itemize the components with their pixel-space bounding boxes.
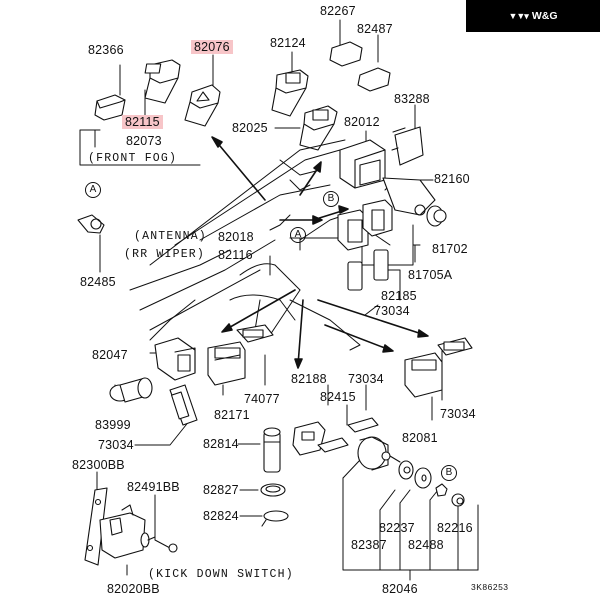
marker-b-icon: B bbox=[441, 465, 457, 481]
bracket-82300bb bbox=[84, 487, 108, 566]
switch-82171 bbox=[207, 341, 246, 386]
clip-82824 bbox=[261, 510, 289, 527]
part-label-83288: 83288 bbox=[394, 92, 430, 106]
part-label-82488: 82488 bbox=[408, 538, 444, 552]
switch-82047 bbox=[154, 337, 196, 381]
part-label-81705a: 81705A bbox=[408, 268, 453, 282]
part-label-73034-top: 73034 bbox=[374, 304, 410, 318]
part-label-83999: 83999 bbox=[95, 418, 131, 432]
arrows bbox=[211, 136, 429, 369]
part-label-82387: 82387 bbox=[351, 538, 387, 552]
knob-81702 bbox=[426, 205, 447, 227]
washer-82387 bbox=[398, 460, 414, 480]
unit-82160 bbox=[382, 177, 436, 216]
part-label-82188: 82188 bbox=[291, 372, 327, 386]
cap-82216 bbox=[451, 493, 465, 507]
part-label-82171: 82171 bbox=[214, 408, 250, 422]
switch-73034-left bbox=[169, 384, 198, 426]
part-label-82012: 82012 bbox=[344, 115, 380, 129]
switch-82188 bbox=[292, 421, 326, 456]
part-label-81702: 81702 bbox=[432, 242, 468, 256]
unit-83288 bbox=[391, 126, 424, 166]
ring-82827 bbox=[260, 483, 286, 497]
switch-82076-hazard bbox=[184, 84, 221, 127]
part-label-73034-center: 73034 bbox=[348, 372, 384, 386]
part-label-82185: 82185 bbox=[381, 289, 417, 303]
part-label-82018: 82018 bbox=[218, 230, 254, 244]
part-label-82814: 82814 bbox=[203, 437, 239, 451]
part-label-82366: 82366 bbox=[88, 43, 124, 57]
clip-82485 bbox=[77, 214, 105, 234]
marker-a-icon: A bbox=[85, 182, 101, 198]
unit-82012 bbox=[339, 139, 386, 189]
nut-82491bb bbox=[168, 543, 178, 553]
cover-82487 bbox=[357, 67, 391, 92]
part-label-82046: 82046 bbox=[382, 582, 418, 596]
switch-82018 bbox=[337, 209, 369, 251]
brand-mark-icon: ▼▼▾ bbox=[508, 10, 528, 21]
kickdown-switch-82020bb bbox=[99, 504, 156, 559]
part-label-82824: 82824 bbox=[203, 509, 239, 523]
part-label-82300bb: 82300BB bbox=[72, 458, 125, 472]
switch-82185 bbox=[347, 249, 389, 291]
note-rr-wiper: (RR WIPER) bbox=[124, 248, 206, 261]
note-antenna: (ANTENNA) bbox=[134, 230, 207, 243]
part-label-82237: 82237 bbox=[379, 521, 415, 535]
nut-82488 bbox=[435, 483, 448, 497]
switch-82081 bbox=[404, 352, 443, 398]
part-label-82491bb: 82491BB bbox=[127, 480, 180, 494]
part-label-82116: 82116 bbox=[218, 248, 253, 262]
motor-82046 bbox=[357, 436, 401, 471]
brand-logo: ▼▼▾ W&G bbox=[466, 0, 600, 32]
part-label-82485: 82485 bbox=[80, 275, 116, 289]
part-label-73034-left: 73034 bbox=[98, 438, 134, 452]
part-label-73034-right: 73034 bbox=[440, 407, 476, 421]
diagram-code: 3K86253 bbox=[471, 582, 509, 592]
part-label-82020bb: 82020BB bbox=[107, 582, 160, 596]
lighter-82814 bbox=[263, 427, 281, 473]
washer-82237 bbox=[414, 467, 432, 489]
part-label-82073: 82073 bbox=[126, 134, 162, 148]
switch-82366 bbox=[94, 94, 126, 121]
part-label-82267: 82267 bbox=[320, 4, 356, 18]
marker-a-icon: A bbox=[290, 227, 306, 243]
part-label-82487: 82487 bbox=[357, 22, 393, 36]
marker-b-icon: B bbox=[323, 191, 339, 207]
note-kick-down-switch: (KICK DOWN SWITCH) bbox=[148, 568, 294, 581]
switch-82025 bbox=[299, 105, 338, 151]
part-label-74077: 74077 bbox=[244, 392, 280, 406]
part-label-82081: 82081 bbox=[402, 431, 438, 445]
frame-74077 bbox=[236, 324, 274, 343]
frame-73034-center bbox=[347, 417, 379, 433]
part-label-82827: 82827 bbox=[203, 483, 239, 497]
part-label-82025: 82025 bbox=[232, 121, 268, 135]
socket-83999 bbox=[109, 377, 153, 403]
frame-73034-right bbox=[437, 337, 473, 356]
note-front-fog: (FRONT FOG) bbox=[88, 152, 178, 165]
part-label-82216: 82216 bbox=[437, 521, 473, 535]
brand-name: W&G bbox=[531, 10, 558, 22]
switch-82124 bbox=[271, 69, 309, 117]
part-label-82160: 82160 bbox=[434, 172, 470, 186]
cover-82267 bbox=[329, 41, 363, 67]
part-label-82115: 82115 bbox=[122, 115, 163, 129]
frame-82415 bbox=[317, 437, 349, 453]
part-label-82047: 82047 bbox=[92, 348, 128, 362]
switch-82115 bbox=[144, 59, 181, 104]
part-label-82076: 82076 bbox=[191, 40, 233, 54]
switch-pair bbox=[362, 199, 393, 237]
part-label-82124: 82124 bbox=[270, 36, 306, 50]
part-label-82415: 82415 bbox=[320, 390, 356, 404]
